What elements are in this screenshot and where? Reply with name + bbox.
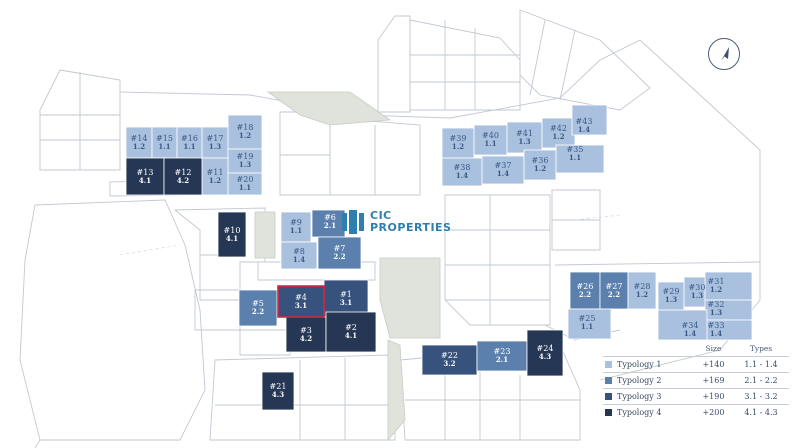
plot-14[interactable] [125,126,153,159]
logo-line-1: CIC [370,209,392,223]
plot-16[interactable] [176,126,203,159]
plot-32[interactable] [704,299,753,321]
plot-38[interactable] [441,157,483,187]
plot-20[interactable] [227,172,263,196]
legend-row: Typology 3 +190 3.1 - 3.2 [603,388,789,405]
legend-name: Typology 2 [617,376,662,385]
plot-28[interactable] [627,271,657,310]
plot-36[interactable] [523,149,557,181]
legend-types: 1.1 - 1.4 [732,356,789,373]
plot-19[interactable] [227,148,263,174]
legend-size: +200 [693,404,733,420]
legend-size: +169 [693,372,733,389]
legend-swatch [605,393,612,400]
plot-12[interactable] [163,157,203,196]
legend-swatch [605,361,612,368]
legend-types: 3.1 - 3.2 [732,388,789,405]
plot-40[interactable] [473,124,508,156]
plot-35[interactable] [555,144,605,174]
plot-6[interactable] [311,209,346,238]
legend-header-size: Size [705,344,722,353]
legend-row: Typology 4 +200 4.1 - 4.3 [603,404,789,420]
plot-3[interactable] [285,316,327,353]
plot-8[interactable] [280,241,318,270]
plot-29[interactable] [657,281,685,311]
cic-logo-icon [342,210,364,234]
plot-13[interactable] [125,157,165,196]
plot-37[interactable] [481,155,525,185]
plot-9[interactable] [280,211,312,243]
plot-39[interactable] [441,127,475,159]
legend-row: Typology 1 +140 1.1 - 1.4 [603,356,789,373]
plot-22[interactable] [421,344,478,376]
plot-4[interactable] [277,285,325,318]
legend-types: 4.1 - 4.3 [732,404,789,420]
plot-41[interactable] [506,121,543,154]
legend-swatch [605,377,612,384]
plot-33[interactable] [704,319,753,341]
selected-plot-outline [277,285,325,318]
typology-legend: Size Types Typology 1 +140 1.1 - 1.4 Typ… [603,342,789,420]
legend-name: Typology 1 [617,360,662,369]
legend-name: Typology 3 [617,392,662,401]
plot-23[interactable] [476,340,528,372]
plot-2[interactable] [325,311,377,353]
plot-5[interactable] [238,289,278,327]
plot-21[interactable] [261,371,295,411]
north-arrow-icon [708,38,740,70]
plot-43[interactable] [571,104,608,136]
plot-1[interactable] [323,279,369,318]
plot-18[interactable] [227,114,263,150]
legend-size: +190 [693,388,733,405]
legend-name: Typology 4 [617,408,662,417]
logo-line-2: PROPERTIES [370,221,452,234]
plot-27[interactable] [599,271,629,310]
plot-31[interactable] [704,271,753,301]
cic-properties-logo: CIC PROPERTIES [340,209,451,235]
plot-11[interactable] [201,157,229,196]
legend-header-types: Types [749,344,773,353]
legend-swatch [605,409,612,416]
plot-10[interactable] [217,211,247,258]
plot-26[interactable] [569,271,601,310]
legend-row: Typology 2 +169 2.1 - 2.2 [603,372,789,389]
plot-34[interactable] [657,309,708,341]
legend-types: 2.1 - 2.2 [732,372,789,389]
plot-15[interactable] [151,126,178,159]
plot-25[interactable] [567,308,612,340]
plot-17[interactable] [201,126,229,159]
legend-size: +140 [693,356,733,373]
plot-42[interactable] [541,117,576,149]
plot-7[interactable] [317,236,362,270]
plot-24[interactable] [526,329,564,377]
